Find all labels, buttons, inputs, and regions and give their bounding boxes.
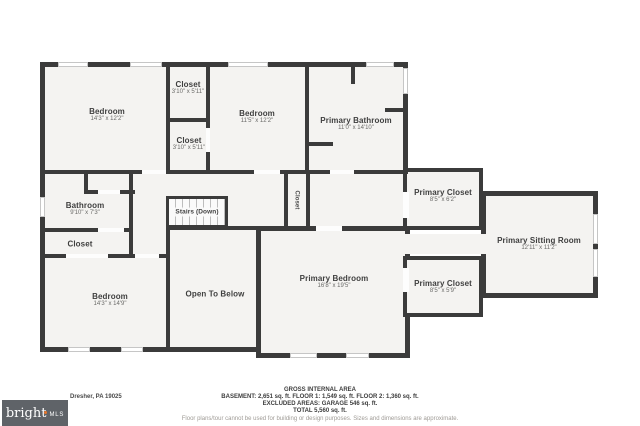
logo-brand-text: bright: [5, 405, 47, 421]
logo-spark-icon: [44, 411, 48, 414]
window: [403, 68, 408, 94]
area-line-total: TOTAL 5,560 sq. ft.: [293, 408, 347, 414]
property-address: Dresher, PA 19025: [70, 394, 122, 400]
bright-mls-logo: bright MLS: [2, 400, 68, 426]
door-opening: [66, 254, 108, 258]
door-opening: [403, 192, 409, 218]
wall: [129, 172, 133, 258]
room-name: Primary Bedroom: [299, 274, 369, 283]
room-label-open-to-below: Open To Below: [186, 290, 245, 299]
window: [593, 214, 598, 244]
room-label-primary-bathroom: Primary Bathroom 11'0" x 14'10": [320, 116, 391, 132]
room-dims: 3'10" x 5'11": [172, 145, 206, 151]
room-name: Bedroom: [89, 107, 125, 116]
room-name: Primary Sitting Room: [497, 236, 581, 245]
wall: [84, 172, 88, 192]
room-label-primary-sitting-room: Primary Sitting Room 12'11" x 11'2": [497, 236, 581, 252]
room-dims: 11'5" x 12'2": [240, 118, 274, 124]
room-dims: 8'5" x 5'9": [429, 288, 457, 294]
area-summary: GROSS INTERNAL AREA BASEMENT: 2,651 sq. …: [0, 387, 640, 423]
area-line-floors: BASEMENT: 2,651 sq. ft. FLOOR 1: 1,549 s…: [221, 394, 419, 400]
room-name: Primary Bathroom: [320, 116, 392, 125]
door-opening: [135, 254, 159, 258]
wall: [385, 108, 408, 112]
room-label-bathroom: Bathroom 9'10" x 7'3": [66, 201, 105, 217]
room-name: Open To Below: [185, 289, 245, 299]
room-label-stairs: Stairs (Down): [173, 207, 221, 217]
room-dims: 16'8" x 19'5": [317, 283, 351, 289]
window: [228, 62, 268, 67]
wall: [40, 228, 133, 232]
window: [68, 347, 90, 352]
room-label-closet-mid: Closet 3'10" x 5'11": [173, 136, 205, 152]
room-dims: 9'10" x 7'3": [70, 210, 100, 216]
window: [121, 347, 143, 352]
room-label-primary-bedroom: Primary Bedroom 16'8" x 19'5": [300, 274, 369, 290]
room-name: Closet: [175, 80, 201, 89]
room-dims: 3'10" x 5'11": [171, 89, 205, 95]
wall: [166, 118, 210, 122]
door-opening: [254, 170, 280, 174]
wall: [166, 226, 260, 230]
room-name: Closet: [176, 136, 202, 145]
room-label-bedroom-bottom-left: Bedroom 14'3" x 14'9": [92, 292, 128, 308]
corridor-floor: [400, 234, 488, 254]
room-dims: 8'5" x 6'2": [429, 197, 457, 203]
window: [366, 62, 394, 67]
wall: [284, 172, 288, 230]
window: [40, 197, 45, 217]
window: [593, 249, 598, 277]
area-line-excluded: EXCLUDED AREAS: GARAGE 546 sq. ft.: [262, 401, 378, 407]
room-label-closet-primary-wall: Closet: [292, 191, 301, 210]
door-opening: [142, 170, 166, 174]
wall: [166, 226, 170, 352]
room-dims: 14'3" x 12'2": [90, 116, 124, 122]
door-opening: [316, 226, 342, 231]
room-name: Closet: [67, 239, 93, 249]
room-name: Primary Closet: [414, 279, 472, 288]
room-label-bedroom-top-left: Bedroom 14'3" x 12'2": [89, 107, 125, 123]
wall: [40, 170, 408, 174]
disclaimer-text: Floor plans/tour cannot be used for buil…: [181, 416, 459, 422]
primary-bedroom-floor: [256, 226, 410, 358]
door-opening: [98, 228, 124, 232]
room-label-bedroom-mid: Bedroom 11'5" x 12'2": [239, 109, 275, 125]
room-label-closet-top: Closet 3'10" x 5'11": [172, 80, 204, 96]
wall: [305, 62, 309, 174]
wall: [226, 226, 260, 230]
room-label-closet-left: Closet: [67, 240, 92, 249]
wall: [306, 172, 310, 230]
primary-sitting-room-floor: [481, 191, 598, 298]
room-label-primary-closet-bottom: Primary Closet 8'5" x 5'9": [414, 279, 472, 295]
room-name: Bedroom: [239, 109, 275, 118]
window: [130, 62, 162, 67]
room-name: Bathroom: [65, 201, 105, 210]
logo-mls-text: MLS: [49, 412, 65, 418]
door-opening: [403, 268, 409, 292]
room-name: Stairs (Down): [173, 207, 221, 217]
room-dims: 11'0" x 14'10": [338, 125, 374, 131]
window: [346, 353, 369, 358]
wall: [305, 142, 333, 146]
door-opening: [98, 190, 120, 194]
room-name: Primary Closet: [414, 188, 472, 197]
window: [290, 353, 317, 358]
room-dims: 12'11" x 11'2": [521, 245, 557, 251]
wall: [351, 62, 355, 84]
room-dims: 14'3" x 14'9": [93, 301, 127, 307]
room-name: Bedroom: [92, 292, 128, 301]
room-label-primary-closet-top: Primary Closet 8'5" x 6'2": [414, 188, 472, 204]
door-opening: [206, 128, 210, 152]
door-opening: [330, 170, 354, 174]
window: [58, 62, 88, 67]
room-name: Closet: [293, 190, 300, 210]
gross-internal-area-title: GROSS INTERNAL AREA: [283, 387, 356, 393]
